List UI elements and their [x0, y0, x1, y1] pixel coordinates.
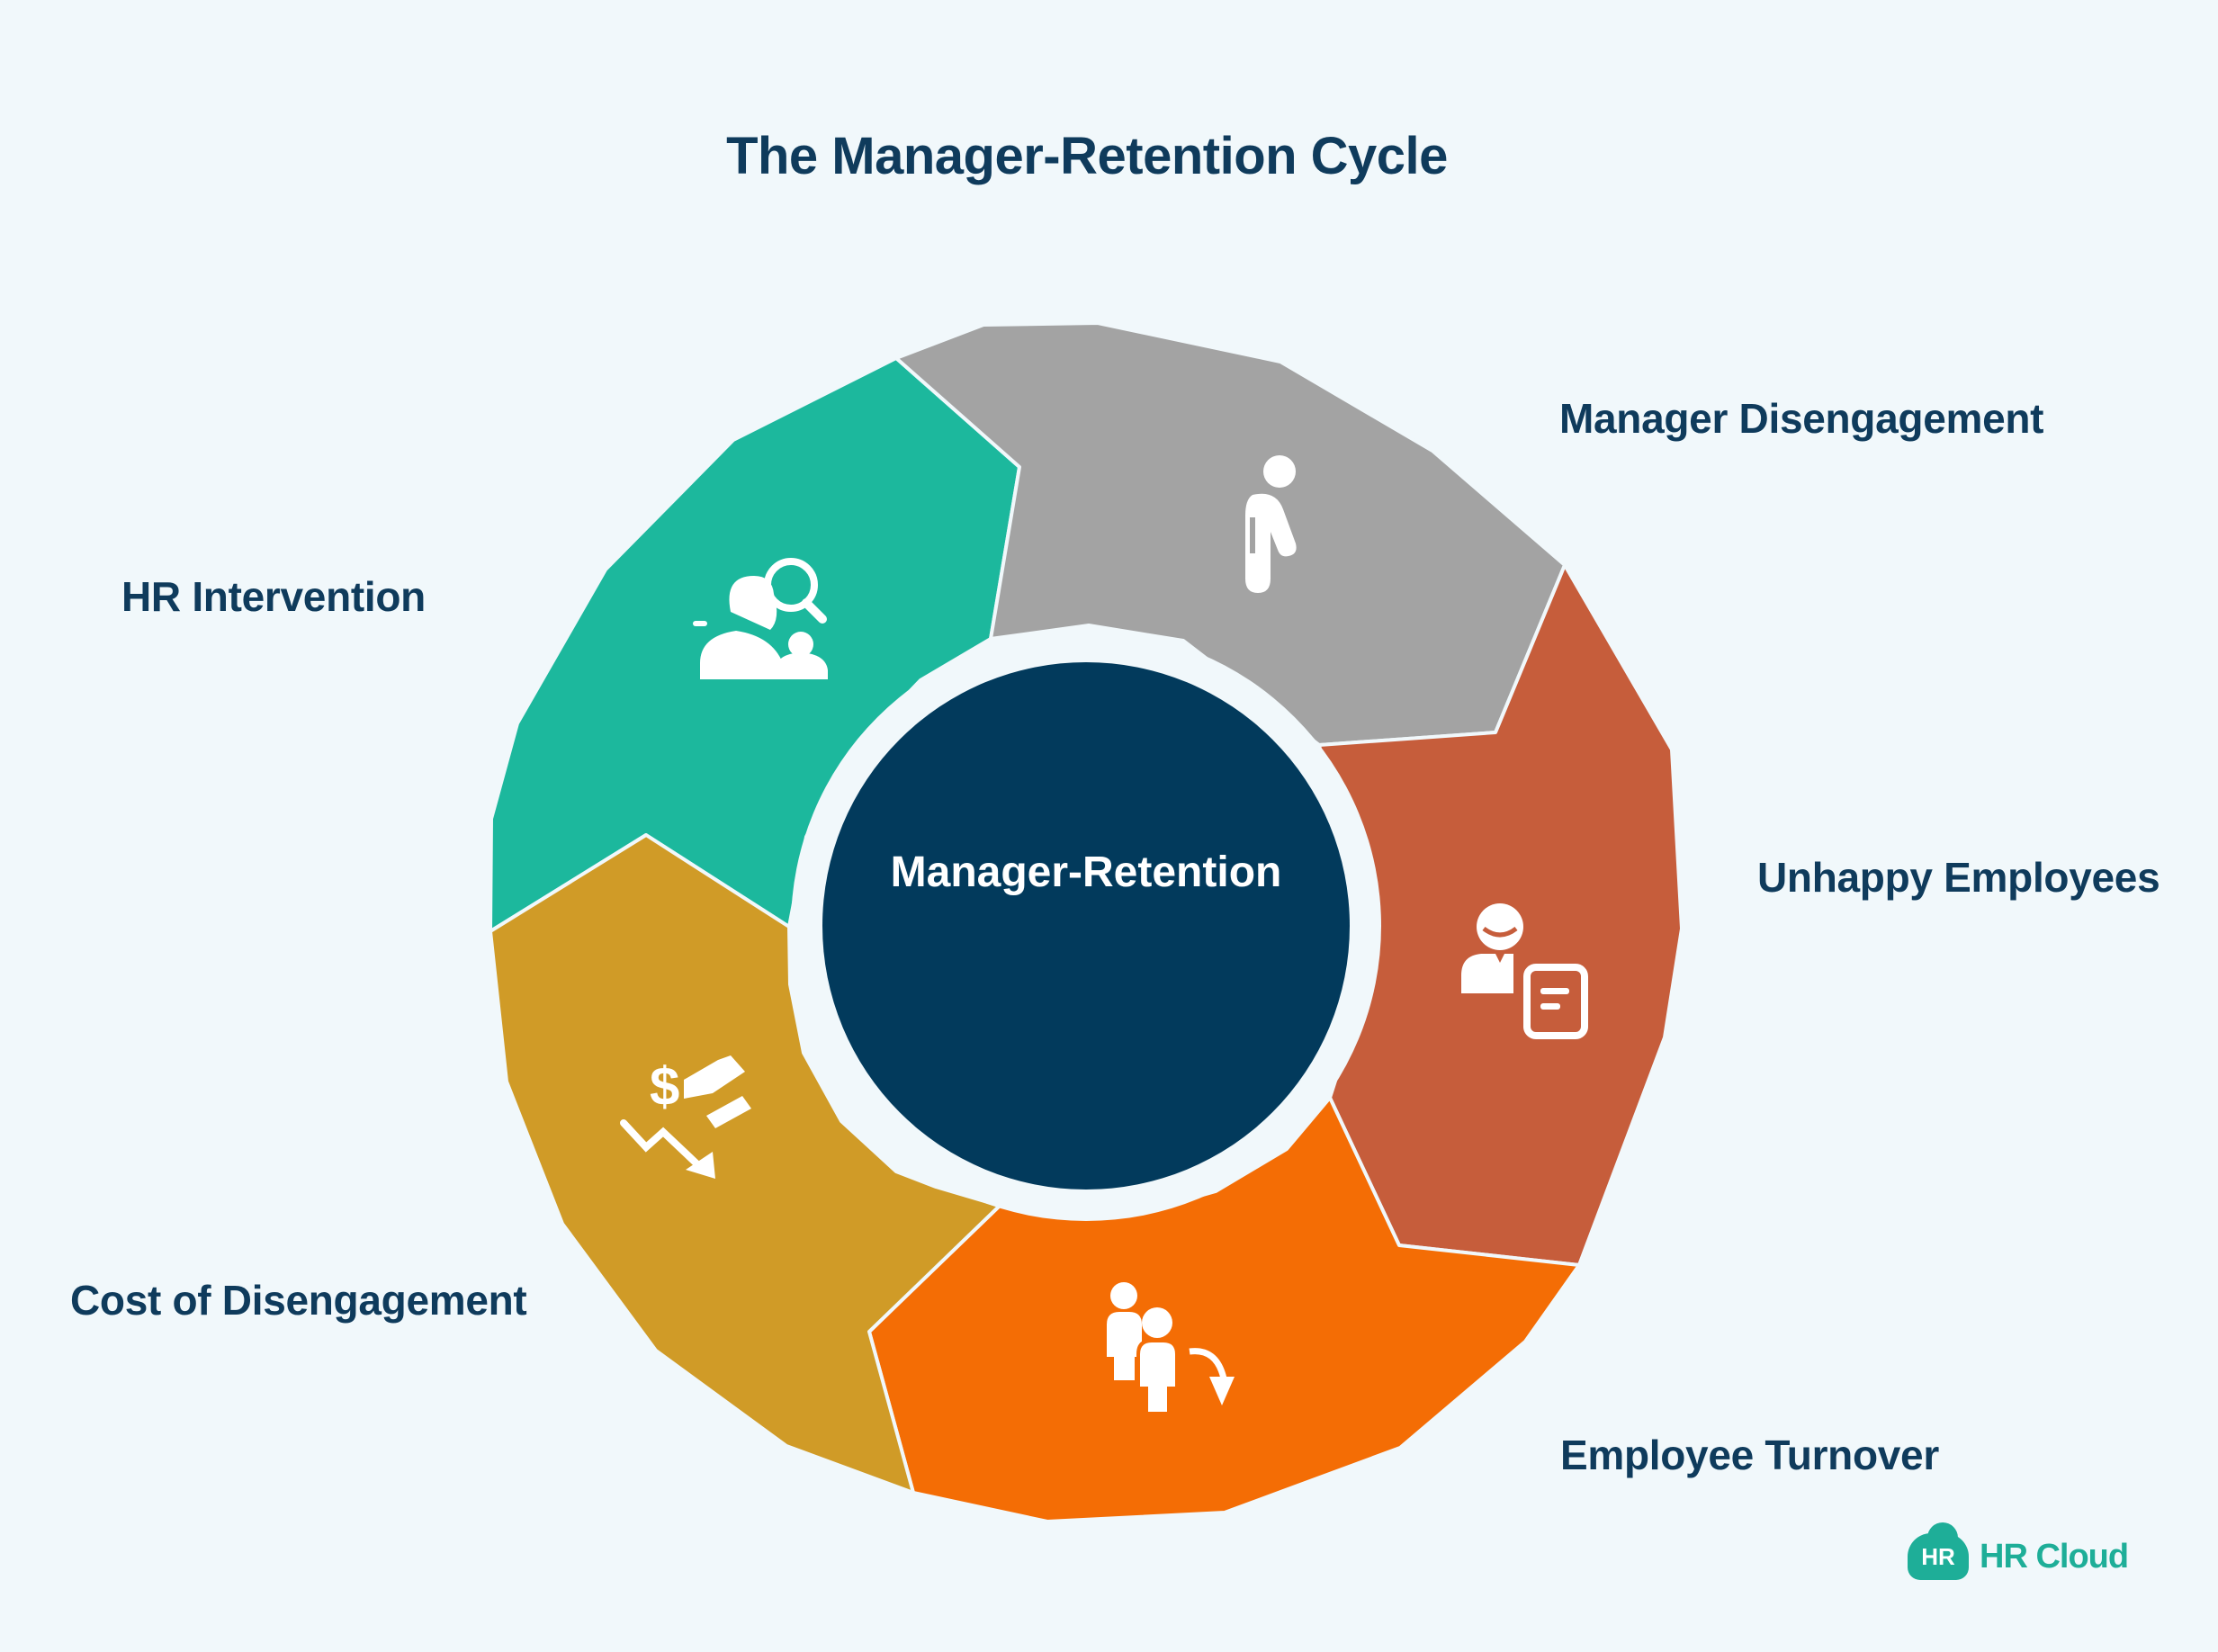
svg-text:$: $	[650, 1056, 679, 1117]
center-label: Manager-Retention	[890, 848, 1282, 896]
slouching-person-icon	[1245, 455, 1297, 593]
page-title: The Manager-Retention Cycle	[726, 127, 1448, 185]
stage-label-hr-intervention: HR Intervention	[121, 573, 426, 620]
employee-report-icon	[1461, 903, 1588, 1039]
stage-label-unhappy-employees: Unhappy Employees	[1757, 854, 2160, 901]
brand-logo: HR HR Cloud	[1908, 1522, 2129, 1584]
stage-label-cost-of-disengagement: Cost of Disengagement	[70, 1277, 527, 1324]
segment-cost-of-disengagement	[489, 833, 1001, 1495]
cloud-icon: HR	[1908, 1522, 1969, 1580]
brand-name: HR Cloud	[1980, 1537, 2129, 1576]
stage-label-employee-turnover: Employee Turnover	[1560, 1432, 1939, 1478]
money-loss-icon: $	[620, 1055, 751, 1179]
stage-label-manager-disengagement: Manager Disengagement	[1559, 395, 2044, 442]
hr-search-icon	[693, 558, 828, 679]
center-disc	[822, 662, 1350, 1190]
people-leaving-icon	[1107, 1282, 1235, 1415]
